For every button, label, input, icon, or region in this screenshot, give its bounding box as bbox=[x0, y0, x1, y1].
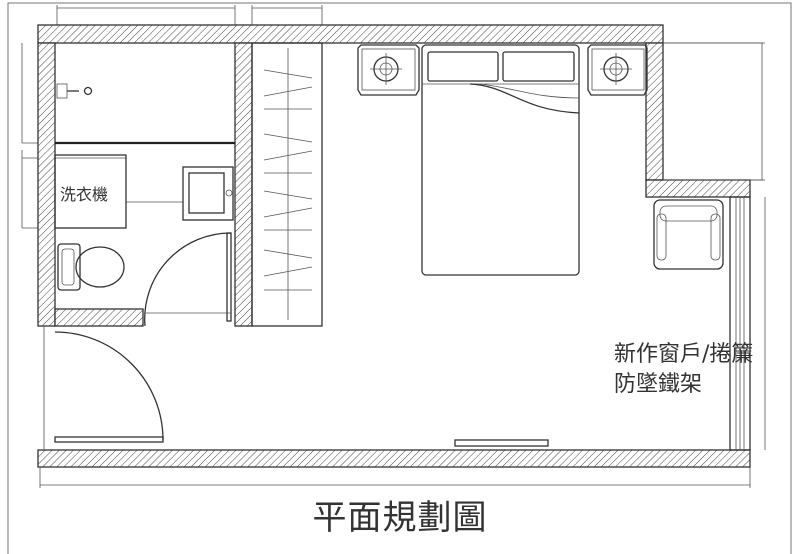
washing-machine bbox=[54, 154, 127, 229]
right-upper-wall bbox=[645, 42, 664, 181]
left-wall bbox=[37, 42, 56, 327]
pillow-right bbox=[502, 51, 575, 82]
sink-icon bbox=[182, 166, 234, 221]
bottom-wall bbox=[37, 449, 751, 468]
page-title: 平面規劃圖 bbox=[312, 498, 488, 538]
window-note-line1: 新作窗戶/捲簾 bbox=[614, 342, 754, 367]
entrance-door[interactable] bbox=[43, 326, 164, 450]
bathroom-door[interactable] bbox=[144, 232, 232, 327]
window bbox=[663, 42, 763, 451]
nightstand-left bbox=[357, 44, 420, 96]
bottom-window bbox=[454, 439, 549, 447]
window-note-line2: 防墜鐵架 bbox=[614, 372, 703, 397]
wardrobe bbox=[251, 42, 323, 327]
shower-faucet-icon bbox=[56, 83, 93, 99]
right-step-wall bbox=[645, 179, 751, 198]
armchair bbox=[653, 199, 724, 270]
walls bbox=[37, 24, 751, 468]
drawing-frame bbox=[7, 2, 792, 554]
pillow-left bbox=[427, 51, 499, 82]
top-wall bbox=[37, 24, 664, 44]
double-bed bbox=[421, 44, 580, 276]
toilet-icon bbox=[57, 243, 125, 291]
bathroom-partition-wall bbox=[234, 42, 253, 327]
bathroom-bottom-wall bbox=[54, 308, 144, 327]
washer-label: 洗衣機 bbox=[60, 185, 109, 204]
nightstand-right bbox=[587, 44, 648, 96]
